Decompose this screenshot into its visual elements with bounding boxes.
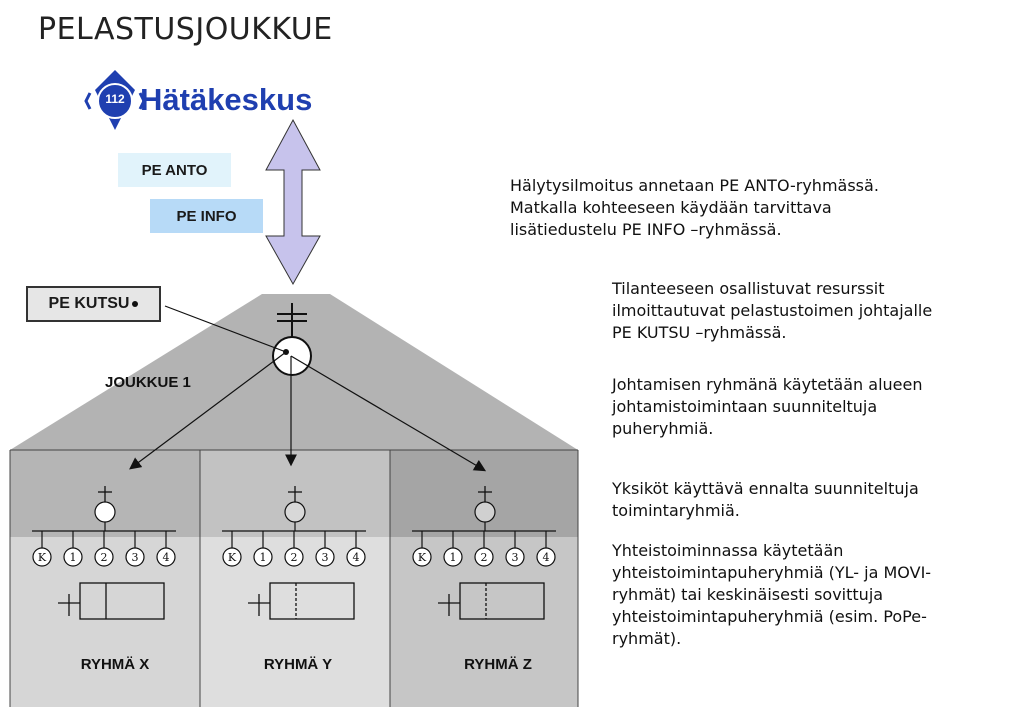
radio-channel-icon (253, 547, 273, 567)
description-line: Yhteistoiminnassa käytetään (612, 541, 844, 560)
double-arrow-icon (265, 118, 321, 286)
radio-channel-label: K (418, 551, 427, 564)
group-y-name: RYHMÄ Y (263, 656, 333, 673)
description-line: lisätiedustelu PE INFO –ryhmässä. (510, 220, 782, 239)
arrow-to-group-x (129, 351, 287, 470)
hatakeskus-logo-text: Hätäkeskus (140, 82, 313, 117)
radio-channel-icon (346, 547, 366, 567)
radio-channel-icon (474, 547, 494, 567)
group-z-name: RYHMÄ Z (464, 656, 532, 673)
page-title: PELASTUSJOUKKUE (38, 12, 333, 47)
radio-channel-icon (443, 547, 463, 567)
description-line: ryhmät). (612, 629, 682, 648)
radio-channel-label: 4 (353, 551, 360, 564)
description-line: Johtamisen ryhmänä käytetään alueen (612, 375, 923, 394)
group-z-vehicle-icon (438, 582, 545, 620)
pe-kutsu-connector (164, 305, 287, 353)
joukkue-label: JOUKKUE 1 (105, 374, 191, 391)
pe-kutsu-label: PE KUTSU (26, 286, 161, 322)
group-x-name: RYHMÄ X (80, 656, 150, 673)
radio-channel-label: 2 (291, 551, 298, 564)
radio-channel-label: 1 (70, 551, 77, 564)
radio-channel-icon (63, 547, 83, 567)
radio-channel-label: 3 (132, 551, 139, 564)
pe-anto-label: PE ANTO (118, 153, 231, 187)
group-x-radio-row: K 1 2 3 4 (32, 522, 176, 567)
description-cooperation: Yhteistoiminnassa käytetään yhteistoimin… (612, 540, 931, 650)
radio-channel-icon (94, 547, 114, 567)
radio-channel-icon (536, 547, 556, 567)
description-command: Johtamisen ryhmänä käytetään alueen joht… (612, 374, 922, 440)
description-line: yhteistoimintapuheryhmiä (YL- ja MOVI- (612, 563, 932, 582)
radio-channel-icon (412, 547, 432, 567)
group-z-radio-row: K 1 2 3 4 (412, 522, 556, 567)
radio-channel-icon (156, 547, 176, 567)
radio-channel-icon (315, 547, 335, 567)
pe-kutsu-text: PE KUTSU (48, 295, 130, 312)
radio-channel-label: 2 (101, 551, 108, 564)
pe-info-label: PE INFO (150, 199, 263, 233)
pe-kutsu-dot-icon (132, 301, 139, 307)
radio-channel-icon (222, 547, 242, 567)
description-line: Tilanteeseen osallistuvat resurssit (612, 279, 885, 298)
description-line: Yksiköt käyttävä ennalta suunniteltuja (612, 479, 919, 498)
description-line: Hälytysilmoitus annetaan PE ANTO-ryhmäss… (510, 176, 879, 195)
description-alerting: Hälytysilmoitus annetaan PE ANTO-ryhmäss… (510, 175, 879, 241)
radio-channel-icon (32, 547, 52, 567)
radio-channel-label: 4 (163, 551, 170, 564)
description-line: johtamistoimintaan suunniteltuja (612, 397, 878, 416)
description-line: Matkalla kohteeseen käydään tarvittava (510, 198, 832, 217)
arrow-to-group-z (290, 355, 487, 472)
radio-channel-label: 1 (260, 551, 267, 564)
radio-channel-icon (505, 547, 525, 567)
column-z-top (390, 450, 578, 537)
group-y-leader-icon (284, 486, 306, 523)
radio-channel-label: 2 (481, 551, 488, 564)
radio-channel-label: 3 (322, 551, 329, 564)
emergency-112-logo-icon (84, 70, 146, 130)
description-units: Yksiköt käyttävä ennalta suunniteltuja t… (612, 478, 919, 522)
description-check-in: Tilanteeseen osallistuvat resurssit ilmo… (612, 278, 932, 344)
radio-channel-label: 3 (512, 551, 519, 564)
group-z-leader-icon (474, 486, 496, 523)
group-y-radio-row: K 1 2 3 4 (222, 522, 366, 567)
description-line: yhteistoimintapuheryhmiä (esim. PoPe- (612, 607, 927, 626)
description-line: ilmoittautuvat pelastustoimen johtajalle (612, 301, 933, 320)
radio-channel-icon (284, 547, 304, 567)
description-line: puheryhmiä. (612, 419, 714, 438)
description-line: ryhmät) tai keskinäisesti sovittuja (612, 585, 884, 604)
radio-channel-icon (125, 547, 145, 567)
radio-channel-label: K (38, 551, 47, 564)
description-line: toimintaryhmiä. (612, 501, 740, 520)
description-line: PE KUTSU –ryhmässä. (612, 323, 787, 342)
radio-channel-label: 4 (543, 551, 550, 564)
radio-channel-label: 1 (450, 551, 457, 564)
logo-112-number: 112 (105, 92, 125, 106)
group-y-vehicle-icon (248, 582, 355, 620)
group-x-vehicle-icon (58, 582, 165, 620)
radio-channel-label: K (228, 551, 237, 564)
